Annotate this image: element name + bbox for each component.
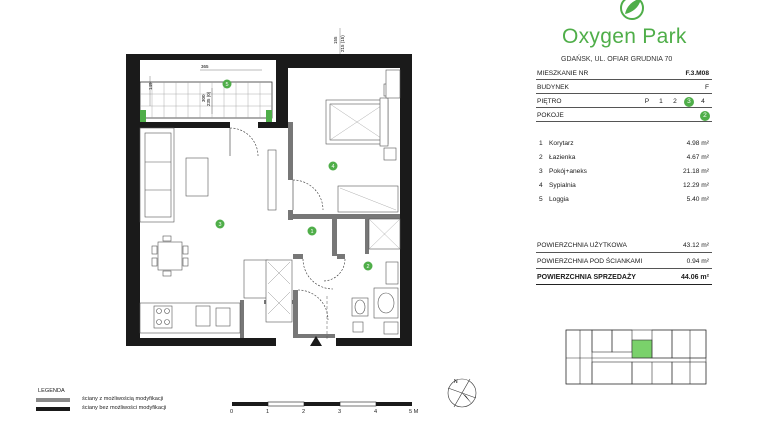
- brand-name: Oxygen Park: [562, 25, 687, 48]
- usable-area-label: POWIERZCHNIA UŻYTKOWA: [537, 242, 627, 249]
- scale-tick-label: 2: [302, 409, 306, 415]
- room-row: 5 Loggia 5.40 m²: [536, 196, 712, 208]
- room-area: 4.98 m²: [686, 140, 709, 147]
- floor-option-3-selected[interactable]: 3: [682, 96, 696, 107]
- room-row: 2 Łazienka 4.67 m²: [536, 154, 712, 166]
- room-area: 5.40 m²: [686, 196, 709, 203]
- room-area: 21.18 m²: [682, 168, 709, 175]
- under-slopes-area-row: POWIERZCHNIA POD ŚCIANKAMI 0.94 m²: [536, 256, 712, 269]
- dim-top-a: 155: [333, 36, 338, 44]
- room-name: Łazienka: [549, 154, 576, 161]
- dim-300: 300: [201, 94, 206, 102]
- scale-tick-label: 3: [338, 409, 342, 415]
- room-marker-5-label: 5: [225, 82, 228, 88]
- dim-235: 235 (0): [206, 91, 211, 106]
- under-slopes-area-value: 0.94 m²: [686, 258, 709, 265]
- sale-area-row: POWIERZCHNIA SPRZEDAŻY 44.06 m²: [536, 272, 712, 285]
- wardrobe-hatch: [267, 261, 291, 315]
- legend-non-modifiable-label: ściany bez możliwości modyfikacji: [82, 405, 167, 411]
- apartment-number-value: F.3.M08: [685, 70, 709, 77]
- room-number: 2: [539, 154, 543, 161]
- usable-area-value: 43.12 m²: [682, 242, 709, 249]
- room-number: 5: [539, 196, 543, 203]
- scale-bar: [232, 401, 412, 407]
- room-marker-2-label: 2: [366, 264, 369, 270]
- room-name: Korytarz: [549, 140, 574, 147]
- site-key-plan: [565, 329, 707, 385]
- room-marker-4: [328, 161, 338, 171]
- room-row: 3 Pokój+aneks 21.18 m²: [536, 168, 712, 180]
- apartment-number-label: MIESZKANIE NR: [537, 70, 589, 77]
- room-row: 1 Korytarz 4.98 m²: [536, 140, 712, 152]
- building-label: BUDYNEK: [537, 84, 569, 91]
- bathroom-fixtures: [351, 218, 401, 335]
- floor-row: PIĘTRO P 1 2 3 4: [536, 96, 712, 108]
- dim-365: 365: [201, 64, 209, 69]
- floor-selector: P 1 2 3 4: [640, 96, 710, 107]
- rooms-count-label: POKOJE: [537, 112, 564, 119]
- room-name: Sypialnia: [549, 182, 576, 189]
- rooms-count-row: POKOJE 2: [536, 110, 712, 122]
- brand-block: Oxygen Park GDAŃSK, UL. OFIAR GRUDNIA 70: [560, 8, 720, 64]
- room-number: 1: [539, 140, 543, 147]
- entrance-arrow: [310, 336, 322, 346]
- brand-address: GDAŃSK, UL. OFIAR GRUDNIA 70: [561, 56, 673, 63]
- doors: [229, 127, 346, 321]
- legend-title: LEGENDA: [38, 388, 65, 394]
- apartment-number-row: MIESZKANIE NR F.3.M08: [536, 68, 712, 80]
- room-marker-3: [215, 219, 225, 229]
- leaf-logo-icon: [620, 0, 644, 20]
- under-slopes-area-label: POWIERZCHNIA POD ŚCIANKAMI: [537, 258, 643, 265]
- room-marker-4-label: 4: [331, 164, 334, 170]
- living-furniture: [139, 127, 293, 334]
- floor-option-3-label: 3: [684, 97, 694, 107]
- building-row: BUDYNEK F: [536, 82, 712, 94]
- legend-swatch-non-modifiable: [36, 407, 70, 411]
- legend-swatch-modifiable: [36, 398, 70, 402]
- room-marker-1: [307, 226, 317, 236]
- floor-option-1[interactable]: 1: [659, 98, 663, 105]
- room-markers: [215, 79, 373, 271]
- dim-top-b: 215 (15): [340, 35, 345, 52]
- room-marker-5: [222, 79, 232, 89]
- compass-north-label: N: [454, 379, 458, 385]
- sale-area-label: POWIERZCHNIA SPRZEDAŻY: [537, 274, 636, 281]
- scale-tick-label: 0: [230, 409, 234, 415]
- exterior-walls: [126, 54, 412, 346]
- room-number: 4: [539, 182, 543, 189]
- room-number: 3: [539, 168, 543, 175]
- bedroom-furniture: [325, 69, 401, 213]
- room-marker-3-label: 3: [218, 222, 221, 228]
- sale-area-value: 44.06 m²: [680, 274, 709, 281]
- floor-option-p[interactable]: P: [644, 98, 650, 105]
- usable-area-row: POWIERZCHNIA UŻYTKOWA 43.12 m²: [536, 240, 712, 253]
- scale-tick-label: 1: [266, 409, 270, 415]
- room-marker-2: [363, 261, 373, 271]
- room-name: Loggia: [549, 196, 569, 203]
- legend-modifiable-label: ściany z możliwością modyfikacji: [82, 396, 164, 402]
- compass-icon: [447, 378, 477, 408]
- loggia: [139, 69, 273, 122]
- room-row: 4 Sypialnia 12.29 m²: [536, 182, 712, 194]
- room-area: 4.67 m²: [686, 154, 709, 161]
- room-marker-1-label: 1: [310, 229, 313, 235]
- floor-label: PIĘTRO: [537, 98, 562, 105]
- scale-tick-label: 4: [374, 409, 378, 415]
- interior-walls: [240, 122, 400, 338]
- rooms-count-badge: 2: [700, 110, 710, 121]
- floor-option-4[interactable]: 4: [701, 98, 705, 105]
- room-name: Pokój+aneks: [549, 168, 587, 175]
- scale-tick-label: 5 M: [409, 409, 419, 415]
- room-area: 12.29 m²: [682, 182, 709, 189]
- building-value: F: [704, 84, 709, 91]
- selected-apartment-highlight: [631, 339, 653, 359]
- dim-149: 149: [148, 82, 153, 90]
- floor-option-2[interactable]: 2: [673, 98, 677, 105]
